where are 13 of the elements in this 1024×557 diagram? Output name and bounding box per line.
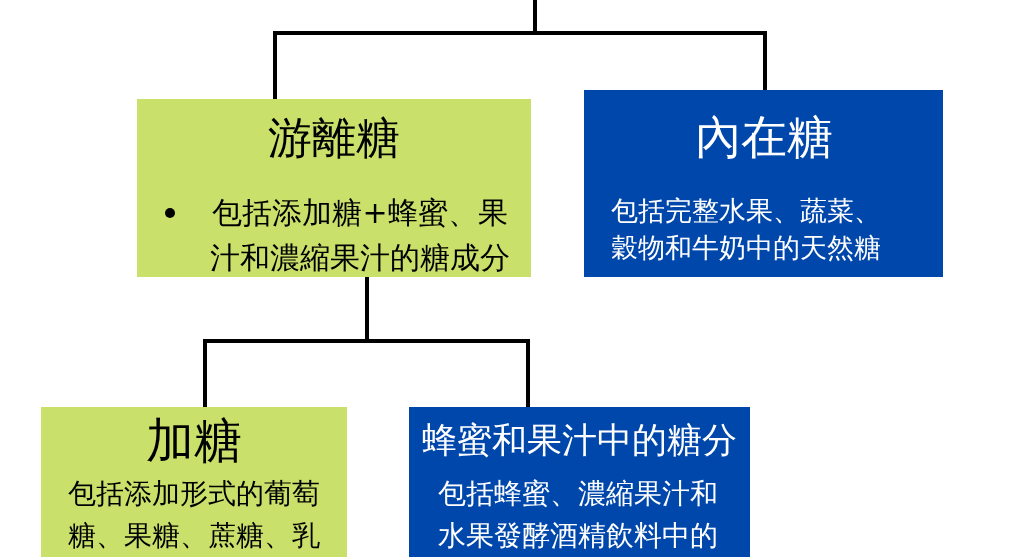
connector-line	[365, 277, 530, 407]
category-box	[409, 407, 750, 557]
category-title: 加糖	[145, 412, 243, 468]
category-box	[137, 99, 531, 277]
category-description: 包括添加形式的葡萄糖、果糖、蔗糖、乳	[67, 476, 321, 554]
category-title: 游離糖	[267, 111, 401, 165]
category-description: 包括蜂蜜、濃縮果汁和水果發酵酒精飲料中的	[437, 476, 719, 554]
category-box	[584, 90, 943, 277]
category-box	[41, 407, 347, 557]
category-title: 內在糖	[693, 110, 834, 165]
category-description: 包括添加糖+蜂蜜、果汁和濃縮果汁的糖成分	[209, 194, 511, 277]
category-title: 蜂蜜和果汁中的糖分	[421, 419, 738, 462]
category-description: 包括完整水果、蔬菜、穀物和牛奶中的天然糖	[611, 194, 882, 265]
